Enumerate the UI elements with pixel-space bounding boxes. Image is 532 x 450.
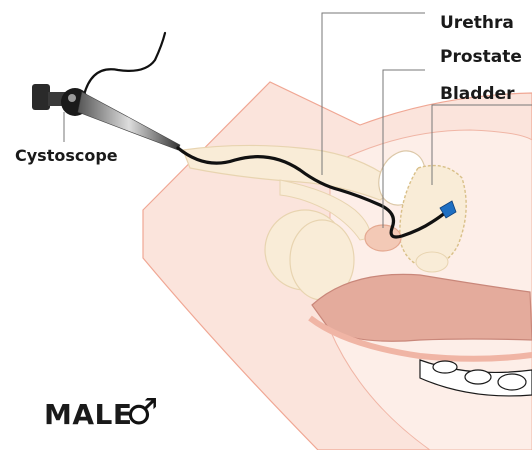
prostate-label: Prostate bbox=[440, 47, 522, 67]
vertebra-3 bbox=[498, 374, 526, 390]
cystoscope-shaft bbox=[78, 92, 180, 150]
seminal-vesicle bbox=[416, 252, 448, 272]
male-symbol-icon: ♂ bbox=[126, 395, 158, 431]
vertebra-1 bbox=[433, 361, 457, 373]
urethra-label: Urethra bbox=[440, 13, 514, 33]
sex-label: MALE bbox=[44, 398, 133, 431]
bladder-label: Bladder bbox=[440, 84, 515, 104]
vertebra-2 bbox=[465, 370, 491, 384]
cystoscope-label: Cystoscope bbox=[15, 146, 118, 165]
cystoscope-cable bbox=[84, 33, 165, 95]
